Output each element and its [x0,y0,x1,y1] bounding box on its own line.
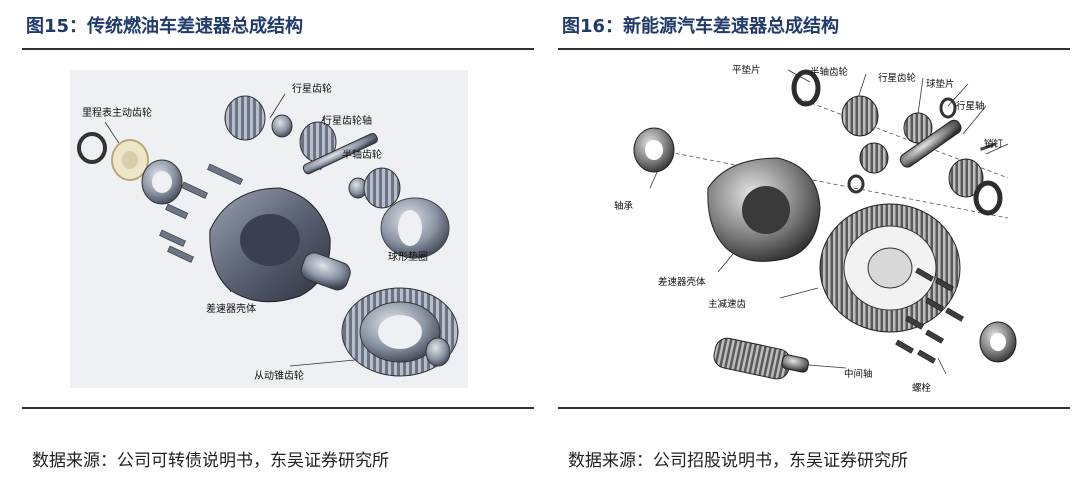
label-speedometer-drive-gear: 里程表主动齿轮 [82,104,152,119]
label-planet-gear: 行星齿轮 [878,70,916,84]
label-bolt: 螺栓 [912,380,931,394]
label-spherical-washer: 球垫片 [926,76,955,90]
label-differential-housing: 差速器壳体 [658,274,706,288]
label-side-gear: 半轴齿轮 [810,64,848,78]
label-main-reduction-gear: 主减速齿 [708,296,746,310]
label-planet-gear-shaft: 行星齿轮轴 [322,112,372,127]
label-flat-washer: 平垫片 [732,62,761,76]
label-planet-shaft: 行星轴 [956,98,985,112]
label-spherical-washer: 球形垫圈 [388,248,428,263]
label-driven-bevel-gear: 从动锥齿轮 [254,367,304,382]
top-rule [558,48,1070,50]
figure-title: 图15：传统燃油车差速器总成结构 [26,12,303,38]
bottom-rule [22,407,534,409]
source-note: 数据来源：公司招股说明书，东吴证券研究所 [568,446,908,471]
figure-title: 图16：新能源汽车差速器总成结构 [562,12,839,38]
label-differential-housing: 差速器壳体 [206,300,256,315]
bottom-rule [558,407,1070,409]
figure-panel-16: 图16：新能源汽车差速器总成结构 [558,0,1070,480]
source-note: 数据来源：公司可转债说明书，东吴证券研究所 [32,446,389,471]
label-pin: 销钉 [984,136,1003,150]
label-intermediate-shaft: 中间轴 [844,366,873,380]
label-side-gear: 半轴齿轮 [342,146,382,161]
label-planet-gear: 行星齿轮 [292,80,332,95]
figure-panel-15: 图15：传统燃油车差速器总成结构 [22,0,534,480]
top-rule [22,48,534,50]
label-bearing: 轴承 [614,198,633,212]
